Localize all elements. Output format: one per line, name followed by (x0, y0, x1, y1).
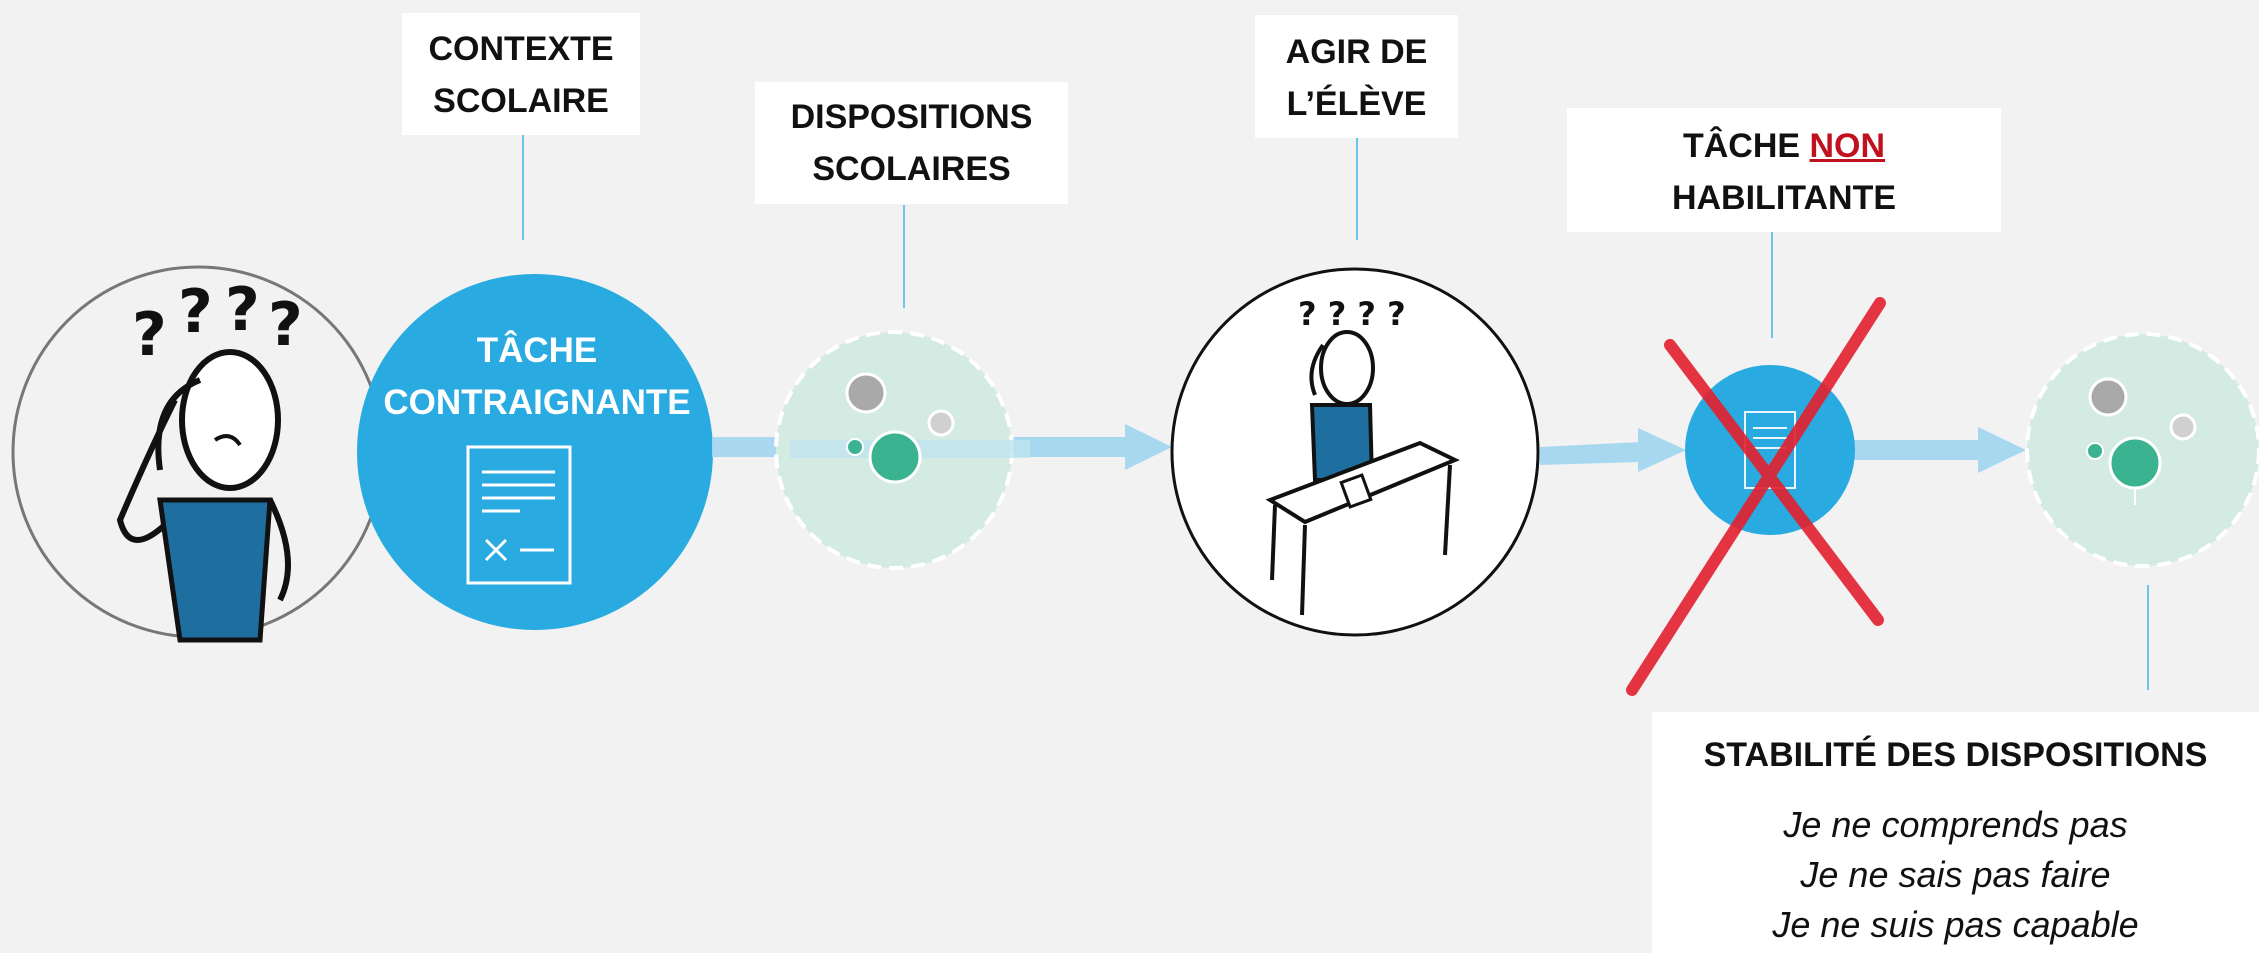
dispositions-line-2: SCOLAIRES (812, 150, 1011, 188)
document-icon (466, 445, 572, 585)
student-at-desk-icon: ? ? ? ? (1170, 267, 1540, 637)
habilitante-label: HABILITANTE (1671, 179, 1897, 217)
contexte-scolaire-box: CONTEXTE SCOLAIRE (402, 13, 640, 135)
svg-text:?: ? (268, 290, 303, 360)
stabilite-title: STABILITÉ DES DISPOSITIONS (1703, 736, 2208, 774)
cross-out-icon (1626, 297, 1886, 696)
svg-text:?: ? (178, 277, 213, 347)
tache-label: TÂCHE (476, 331, 598, 370)
contexte-line-2: SCOLAIRE (433, 82, 609, 120)
agir-eleve-box: AGIR DE L’ÉLÈVE (1255, 15, 1458, 138)
tache-contraignante-circle (357, 274, 713, 630)
dispositions-line-1: DISPOSITIONS (790, 98, 1033, 136)
dispositions-bubbles-icon (774, 330, 1030, 570)
contexte-line-1: CONTEXTE (428, 30, 614, 68)
arrow-connector (712, 437, 792, 457)
stabilite-line-2: Je ne sais pas faire (1800, 854, 2111, 895)
arrow-icon (1540, 428, 1686, 472)
svg-text:? ? ? ?: ? ? ? ? (1298, 295, 1406, 333)
svg-text:?: ? (132, 300, 167, 370)
non-emphasis: NON (1809, 127, 1886, 165)
arrow-icon (1852, 427, 2026, 473)
tache-non-habilitante-box: TÂCHE NON HABILITANTE (1567, 108, 2001, 232)
dispositions-scolaires-box: DISPOSITIONS SCOLAIRES (755, 82, 1068, 204)
contraignante-label: CONTRAIGNANTE (383, 383, 691, 422)
stabilite-line-1: Je ne comprends pas (1783, 804, 2128, 845)
tache-contraignante-label: TÂCHE CONTRAIGNANTE (357, 325, 717, 429)
dispositions-bubbles-icon (2025, 332, 2259, 568)
confused-student-icon: ? ? ? ? (11, 265, 385, 643)
stabilite-line-3: Je ne suis pas capable (1772, 904, 2139, 945)
stabilite-dispositions-box: STABILITÉ DES DISPOSITIONS Je ne compren… (1652, 712, 2259, 953)
connector-lines (522, 135, 2149, 690)
svg-text:?: ? (225, 275, 260, 345)
agir-line-2: L’ÉLÈVE (1286, 85, 1427, 123)
agir-line-1: AGIR DE (1285, 33, 1428, 71)
tache-prefix: TÂCHE (1682, 127, 1810, 165)
tache-non-line-1: TÂCHE NON (1567, 120, 2001, 172)
